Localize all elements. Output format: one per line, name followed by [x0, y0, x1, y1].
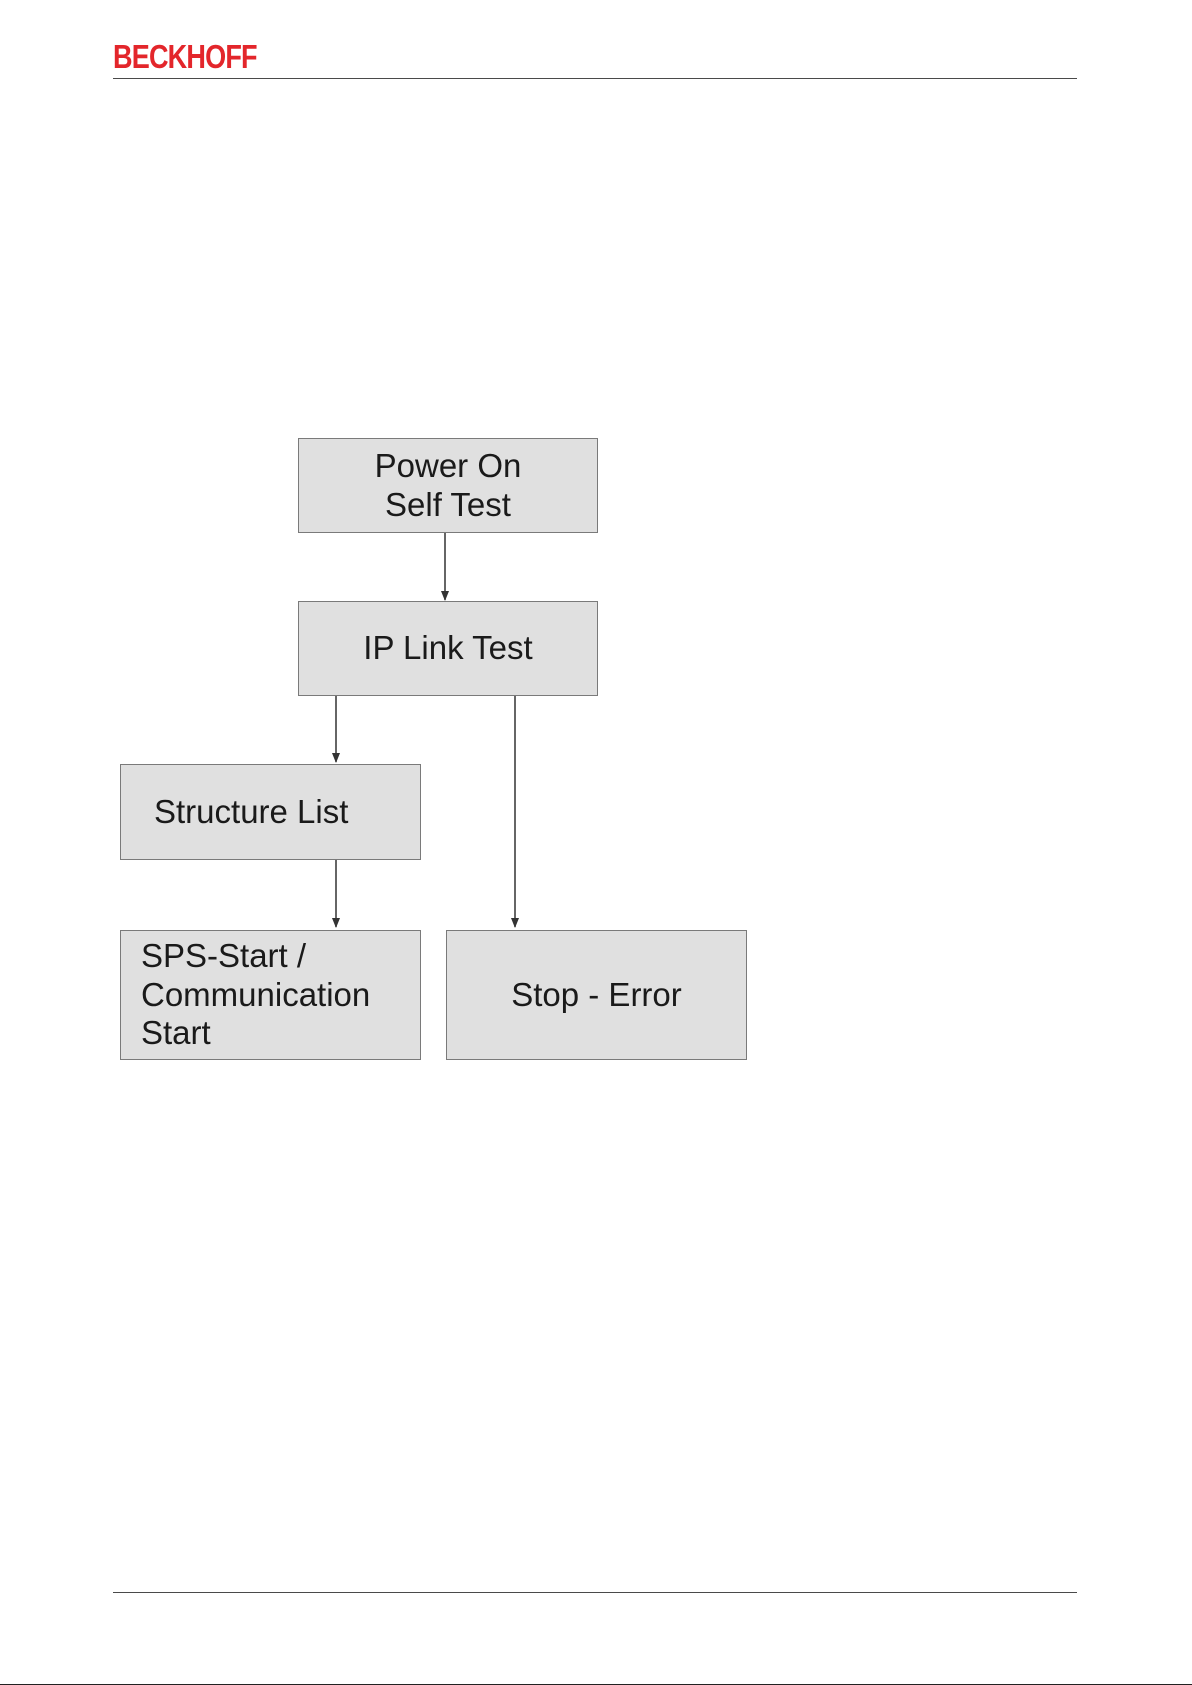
node-stop-error: Stop - Error — [446, 930, 747, 1060]
node-label: Stop - Error — [511, 976, 682, 1015]
node-power-on-self-test: Power On Self Test — [298, 438, 598, 533]
footer-rule — [113, 1592, 1077, 1593]
node-label: IP Link Test — [363, 629, 532, 668]
node-sps-start: SPS-Start / Communication Start — [120, 930, 421, 1060]
node-label: SPS-Start / Communication Start — [141, 937, 370, 1054]
node-ip-link-test: IP Link Test — [298, 601, 598, 696]
node-label: Structure List — [154, 793, 348, 832]
node-structure-list: Structure List — [120, 764, 421, 860]
node-label: Power On Self Test — [375, 447, 522, 525]
